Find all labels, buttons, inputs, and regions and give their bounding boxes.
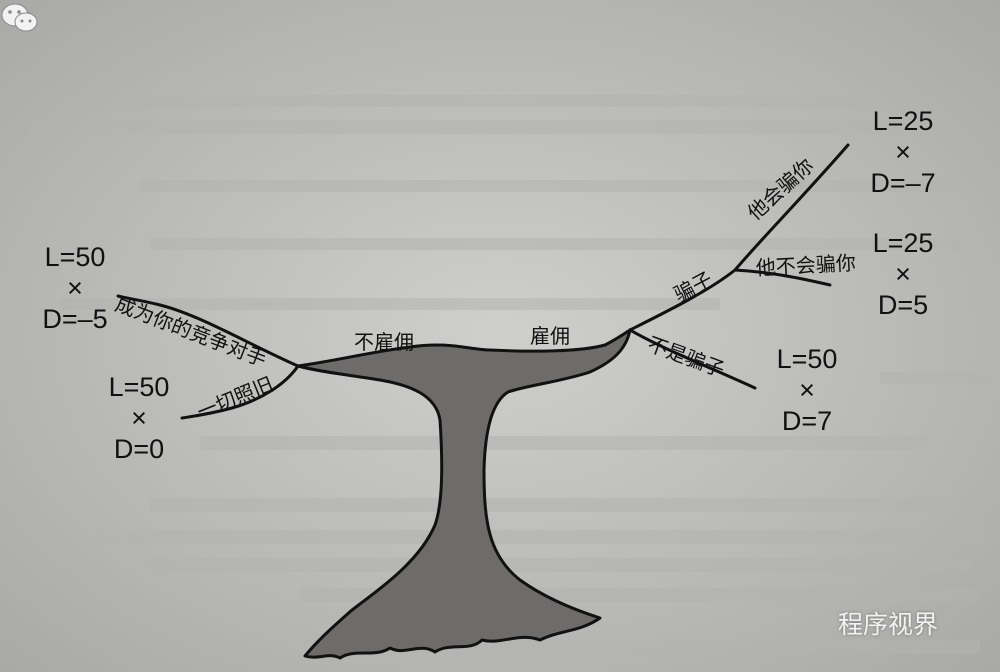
outcome-d: D=0 xyxy=(113,434,165,464)
outcome-l: L=25 xyxy=(872,228,934,258)
outcome-times: × xyxy=(799,375,815,405)
label-hire: 雇佣 xyxy=(530,324,570,348)
branch-left-top xyxy=(116,294,300,368)
outcome-times: × xyxy=(67,273,83,303)
outcome-competitor: L=50 × D=–5 xyxy=(20,242,130,335)
outcome-not-cheat: L=50 × D=7 xyxy=(752,344,862,437)
outcome-times: × xyxy=(895,259,911,289)
branch-left-bottom xyxy=(180,364,300,420)
outcome-l: L=50 xyxy=(776,344,838,374)
label-no-hire: 不雇佣 xyxy=(354,330,414,354)
outcome-d: D=–5 xyxy=(42,304,108,334)
tree-trunk xyxy=(296,328,632,660)
outcome-l: L=50 xyxy=(108,372,170,402)
outcome-l: L=25 xyxy=(872,106,934,136)
outcome-status-quo: L=50 × D=0 xyxy=(84,372,194,465)
branch-not-cheat xyxy=(628,328,757,390)
branch-wont-cheat xyxy=(733,268,832,287)
outcome-will-cheat: L=25 × D=–7 xyxy=(848,106,958,199)
outcome-times: × xyxy=(131,403,147,433)
label-wont-cheat: 他不会骗你 xyxy=(755,250,857,280)
outcome-d: D=5 xyxy=(877,290,929,320)
outcome-d: D=7 xyxy=(781,406,833,436)
outcome-times: × xyxy=(895,137,911,167)
outcome-d: D=–7 xyxy=(870,168,936,198)
outcome-l: L=50 xyxy=(44,242,106,272)
outcome-wont-cheat: L=25 × D=5 xyxy=(848,228,958,321)
wechat-icon xyxy=(1,3,38,32)
watermark-text: 程序视界 xyxy=(838,610,939,639)
